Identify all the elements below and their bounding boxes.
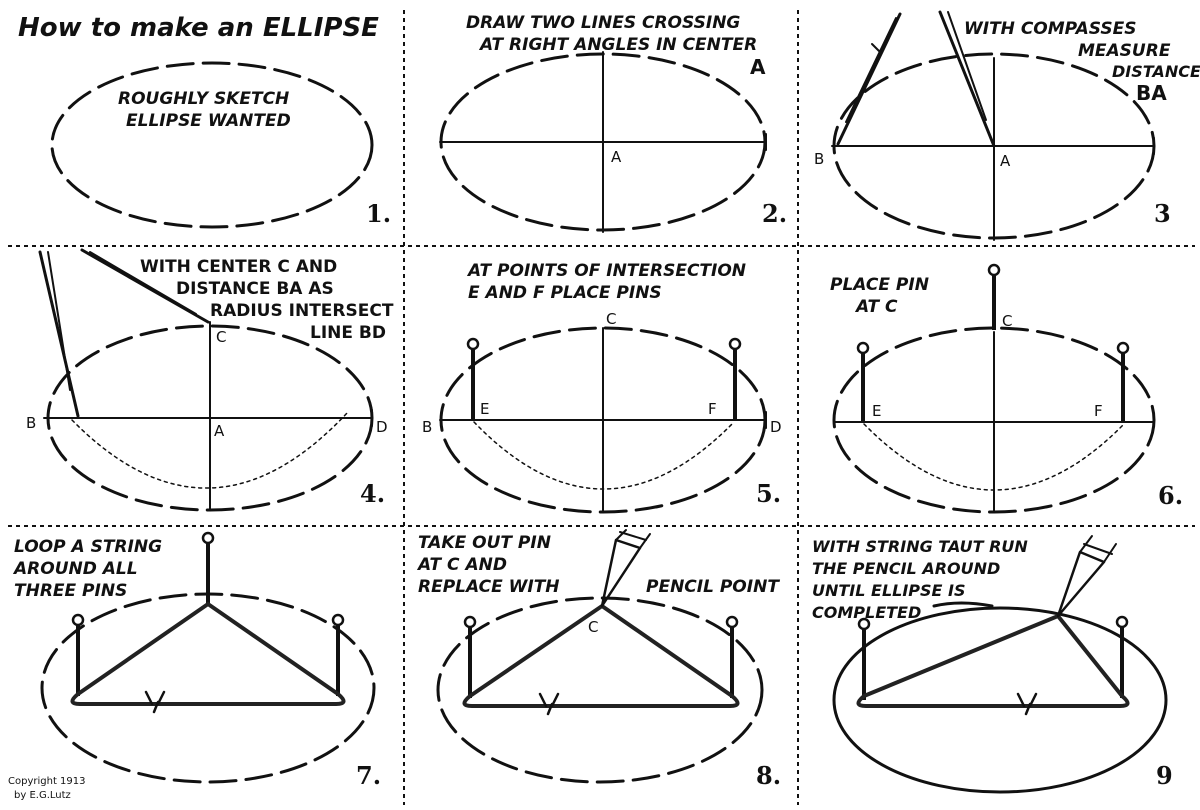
page-title: How to make an ELLIPSE [18,13,379,43]
panel-3-caption-line1: WITH COMPASSES [964,19,1136,39]
panel-4-label-b: B [26,414,36,432]
panel-3: WITH COMPASSES MEASURE DISTANCE BA B A 3 [814,10,1200,241]
panel-2-label-a: A [611,148,622,166]
panel-6-label-e: E [872,402,881,420]
panel-4-caption-line3: RADIUS INTERSECT [210,301,394,321]
panel-6: PLACE PIN AT C C E F 6. [830,263,1183,514]
panel-2-big-label: A [750,55,766,79]
panel-6-label-c: C [1002,312,1012,330]
panel-7: LOOP A STRING AROUND ALL THREE PINS Copy… [8,531,381,801]
copyright-line1: Copyright 1913 [8,776,86,787]
panel-4-label-a: A [214,422,225,440]
panel-6-label-f: F [1094,402,1103,420]
panel-5-label-e: E [480,400,489,418]
panel-4: WITH CENTER C AND DISTANCE BA AS RADIUS … [26,248,394,512]
panel-9: WITH STRING TAUT RUN THE PENCIL AROUND U… [812,535,1173,794]
panel-4-label-d: D [376,418,388,436]
panel-1: ROUGHLY SKETCH ELLIPSE WANTED 1. [50,61,391,229]
panel-7-caption-line2: AROUND ALL [12,559,138,579]
panel-6-caption-line1: PLACE PIN [830,275,929,295]
panel-8-caption-line4: PENCIL POINT [646,577,780,597]
panel-8-label-c: C [588,618,598,636]
panel-5-label-f: F [708,400,717,418]
panel-5-number: 5. [756,479,781,508]
panel-1-caption-line1: ROUGHLY SKETCH [118,89,289,109]
panel-6-caption-line2: AT C [854,297,898,317]
compass-drawing [38,248,210,418]
panel-3-label-a: A [1000,152,1011,170]
panel-3-label-b: B [814,150,824,168]
panel-8-caption-line2: AT C AND [416,555,507,575]
panel-3-number: 3 [1154,199,1171,228]
panel-9-caption-line1: WITH STRING TAUT RUN [812,537,1028,556]
copyright-line2: by E.G.Lutz [14,790,71,801]
panel-7-caption-line3: THREE PINS [14,581,127,601]
panel-3-big-label: BA [1136,81,1167,105]
panel-9-number: 9 [1156,761,1173,790]
panel-2-number: 2. [762,199,787,228]
panel-5: AT POINTS OF INTERSECTION E AND F PLACE … [422,261,782,514]
panel-4-number: 4. [360,479,385,508]
panel-5-label-d: D [770,418,782,436]
panel-9-caption-line4: COMPLETED [812,603,921,622]
pencil-drawing [1056,535,1117,618]
panel-8: TAKE OUT PIN AT C AND REPLACE WITH PENCI… [416,529,781,790]
panel-6-number: 6. [1158,481,1183,510]
panel-4-caption-line4: LINE BD [310,323,386,343]
panel-4-label-c: C [216,328,226,346]
panel-4-caption-line2: DISTANCE BA AS [176,279,334,299]
panel-3-caption-line3: DISTANCE [1112,62,1200,81]
panel-8-number: 8. [756,761,781,790]
panel-8-caption-line1: TAKE OUT PIN [418,533,551,553]
panel-8-caption-line3: REPLACE WITH [418,577,560,597]
panel-9-caption-line2: THE PENCIL AROUND [812,559,1000,578]
panel-9-caption-line3: UNTIL ELLIPSE IS [812,581,966,600]
panel-7-caption-line1: LOOP A STRING [14,537,162,557]
panel-dividers [8,10,1195,805]
panel-5-caption-line2: E AND F PLACE PINS [468,283,662,303]
panel-2: DRAW TWO LINES CROSSING AT RIGHT ANGLES … [439,13,787,233]
panel-1-caption-line2: ELLIPSE WANTED [126,111,291,131]
panel-5-label-b: B [422,418,432,436]
panel-7-number: 7. [356,761,381,790]
panel-2-caption-line2: AT RIGHT ANGLES IN CENTER [478,35,757,55]
panel-5-label-c: C [606,310,616,328]
panel-4-caption-line1: WITH CENTER C AND [140,257,337,277]
compass-drawing [836,10,996,148]
panel-2-caption-line1: DRAW TWO LINES CROSSING [466,13,740,33]
pencil-drawing [600,529,651,608]
panel-1-number: 1. [366,199,391,228]
panel-3-caption-line2: MEASURE [1078,41,1171,61]
panel-5-caption-line1: AT POINTS OF INTERSECTION [466,261,746,281]
